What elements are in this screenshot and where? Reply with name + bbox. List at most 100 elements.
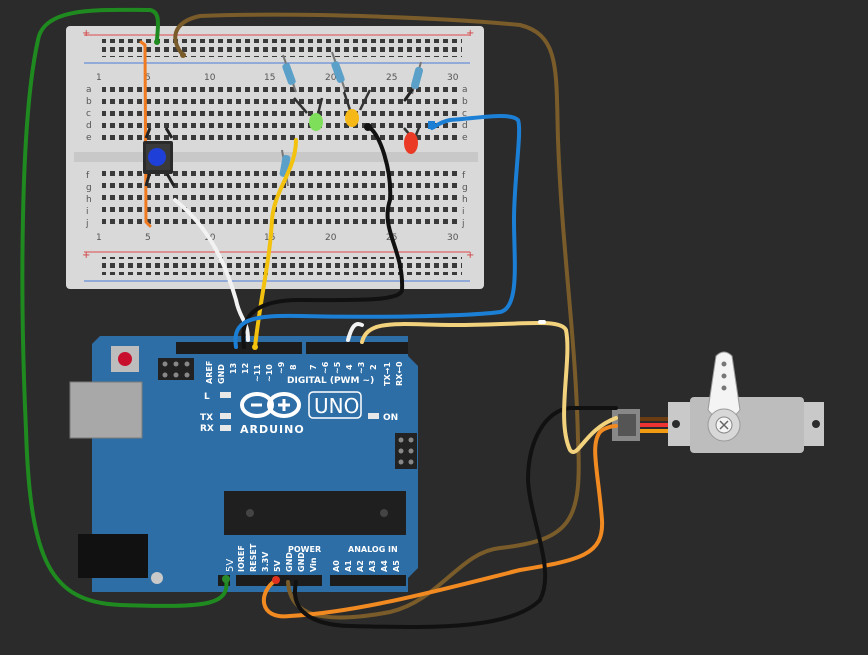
row-letter: j xyxy=(85,219,89,229)
pin-label-5v: 5V xyxy=(273,559,282,572)
pin-label-tx: TX→1 xyxy=(383,362,392,386)
led-label-on: ON xyxy=(383,413,398,423)
resistor-2 xyxy=(331,51,346,91)
icsp-header xyxy=(158,358,194,380)
led-tx xyxy=(220,413,231,419)
pin-label-gnd-2: GND xyxy=(297,552,306,572)
column-number: 30 xyxy=(447,233,459,243)
pin-label-a3: A3 xyxy=(368,560,377,572)
icsp-header-right xyxy=(395,433,417,469)
wires xyxy=(20,7,618,629)
row-letter: i xyxy=(462,207,465,217)
pin-label-gnd: GND xyxy=(217,364,226,384)
row-letter: h xyxy=(86,195,92,205)
row-letter: g xyxy=(86,183,92,193)
pin-label-a5: A5 xyxy=(392,560,401,572)
pin-label-vin: Vin xyxy=(309,557,318,572)
column-number: 10 xyxy=(204,73,216,83)
microcontroller-chip xyxy=(224,491,406,535)
row-letter: a xyxy=(462,85,468,95)
bottom-rail-holes xyxy=(102,257,462,275)
digital-header-left xyxy=(176,342,302,354)
red-led[interactable] xyxy=(403,124,422,154)
center-channel xyxy=(74,152,478,162)
column-number: 15 xyxy=(264,73,275,83)
row-letter: g xyxy=(462,183,468,193)
pin-label-9: ~9 xyxy=(277,361,286,374)
pin-label-a1: A1 xyxy=(344,560,353,572)
column-number: 30 xyxy=(447,73,459,83)
led-label-tx: TX xyxy=(200,413,213,423)
wire-orange-servo-power[interactable] xyxy=(261,424,618,619)
column-number: 25 xyxy=(386,73,397,83)
push-button-cap[interactable] xyxy=(148,148,166,166)
pin-label-12: 12 xyxy=(241,363,250,374)
row-letter: d xyxy=(462,121,468,131)
led-label-l: L xyxy=(204,392,210,402)
dc-power-jack xyxy=(78,534,148,578)
pin-label-7: 7 xyxy=(309,364,318,370)
green-led[interactable] xyxy=(293,97,324,131)
analog-header-label: ANALOG IN xyxy=(348,545,398,554)
wire-black-servo-gnd[interactable] xyxy=(292,406,618,629)
pin-label-rx: RX←0 xyxy=(395,361,404,386)
arduino-brand-text: ARDUINO xyxy=(240,423,305,436)
wire-blue-led[interactable] xyxy=(233,114,522,349)
pin-label-3v3: 3.3V xyxy=(261,551,270,572)
side-label-5v: 5V xyxy=(225,559,236,572)
rail-plus-symbol: + xyxy=(82,250,90,261)
row-letter: c xyxy=(462,109,467,119)
row-letter: h xyxy=(462,195,468,205)
led-label-rx: RX xyxy=(200,424,214,434)
led-l xyxy=(220,392,231,398)
pin-label-5: ~5 xyxy=(333,361,342,374)
pin-label-11: ~11 xyxy=(253,364,262,382)
wire-green-5v[interactable] xyxy=(20,7,229,608)
top-rail-holes xyxy=(102,39,462,57)
row-letter: i xyxy=(86,207,89,217)
rail-plus-symbol: + xyxy=(466,28,474,39)
pin-label-8: 8 xyxy=(289,364,298,370)
resistor-3 xyxy=(410,61,424,95)
pin-label-ioref: IOREF xyxy=(237,545,246,572)
reset-button-cap[interactable] xyxy=(118,352,132,366)
led-rx xyxy=(220,425,231,431)
pin-label-a0: A0 xyxy=(332,560,341,572)
pin-label-gnd-1: GND xyxy=(285,552,294,572)
row-letter: d xyxy=(86,121,92,131)
column-number: 20 xyxy=(325,233,337,243)
pin-label-reset: RESET xyxy=(249,543,258,572)
column-number: 1 xyxy=(96,233,102,243)
rail-plus-symbol: + xyxy=(82,28,90,39)
uno-badge xyxy=(308,391,362,419)
wire-black-gnd[interactable] xyxy=(241,126,405,349)
servo-body xyxy=(690,397,804,453)
pin-label-13: 13 xyxy=(229,363,238,374)
row-letter: e xyxy=(86,133,92,143)
pin-label-2: 2 xyxy=(369,364,378,370)
row-letter: a xyxy=(86,85,92,95)
row-letter: e xyxy=(462,133,468,143)
uno-model-text: UNO xyxy=(314,394,359,418)
row-letter: j xyxy=(461,219,465,229)
wire-cream-servo-signal[interactable] xyxy=(360,320,618,454)
yellow-led[interactable] xyxy=(342,89,372,127)
pin-label-4: 4 xyxy=(345,364,354,370)
digital-header-label: DIGITAL (PWM ~) xyxy=(287,376,374,386)
arduino-logo xyxy=(240,392,301,418)
servo-motor[interactable] xyxy=(612,351,824,453)
breadboard: + + + + 1 5 10 15 20 25 30 1 5 10 15 20 … xyxy=(66,26,484,289)
usb-port xyxy=(69,381,143,439)
pin-label-aref: AREF xyxy=(205,361,214,384)
analog-header xyxy=(330,575,406,586)
pin-label-6: ~6 xyxy=(321,361,330,374)
push-button[interactable] xyxy=(143,127,176,187)
column-number: 5 xyxy=(145,233,151,243)
row-letter: b xyxy=(86,97,92,107)
orange-jumper-wire[interactable] xyxy=(139,40,152,228)
pin-label-3: ~3 xyxy=(357,362,366,374)
power-header-label: POWER xyxy=(288,545,321,554)
top-terminal-holes xyxy=(102,84,457,144)
row-letter: f xyxy=(462,171,466,181)
